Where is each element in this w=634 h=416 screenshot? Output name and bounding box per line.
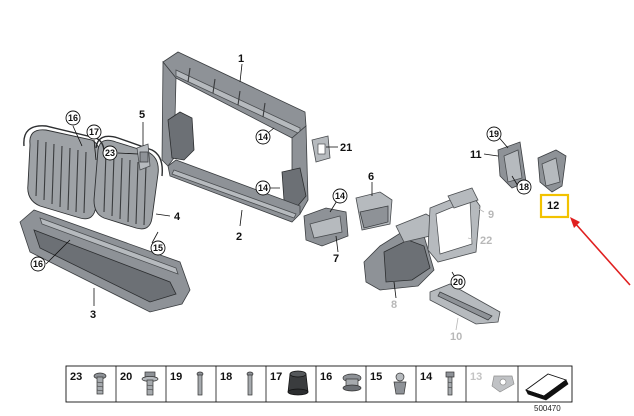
svg-text:19: 19 [489, 129, 499, 139]
pointer-arrow-line [573, 221, 631, 286]
air-deflector-12 [537, 149, 567, 193]
callouts: 16 17 23 14 14 14 15 16 19 18 20 [30, 110, 532, 290]
part-label-12: 12 [547, 200, 559, 212]
expanding-nut-icon [342, 373, 362, 392]
strip-number-20: 20 [120, 371, 132, 383]
air-duct-6 [355, 191, 393, 231]
pointer-arrow-icon [570, 217, 580, 228]
part-label-9: 9 [488, 209, 494, 221]
bracket-10 [429, 283, 501, 325]
part-label-2: 2 [236, 231, 242, 243]
fastener-strip: 23 20 19 18 17 16 15 14 13 [65, 365, 573, 413]
svg-text:15: 15 [153, 243, 163, 253]
callout-18: 18 [516, 179, 532, 195]
part-label-5: 5 [139, 109, 145, 121]
part-labels: 1 2 3 4 5 6 7 8 9 10 11 12 21 22 [90, 53, 559, 343]
gasket-21 [311, 135, 331, 163]
strip-number-19: 19 [170, 371, 182, 383]
svg-text:23: 23 [105, 148, 115, 158]
bracket-5 [136, 143, 151, 171]
svg-text:20: 20 [453, 277, 463, 287]
callout-23: 23 [102, 145, 118, 161]
air-duct-7 [303, 207, 349, 247]
callout-17: 17 [86, 124, 102, 140]
screw-washer-icon [141, 371, 159, 396]
strip-number-14: 14 [420, 371, 433, 383]
pin-icon [196, 371, 204, 396]
strip-number-15: 15 [370, 371, 382, 383]
strip-number-13: 13 [470, 371, 482, 383]
part-label-11: 11 [470, 149, 482, 161]
strip-number-16: 16 [320, 371, 332, 383]
part-label-10: 10 [450, 331, 462, 343]
radiator-support-frame [161, 51, 309, 223]
part-label-7: 7 [333, 253, 339, 265]
callout-16-lower: 16 [30, 256, 46, 272]
svg-text:16: 16 [33, 259, 43, 269]
clip-icon [393, 372, 407, 395]
bracket-9 [447, 187, 479, 209]
bracket-22 [427, 191, 481, 263]
highlight-marker [539, 193, 631, 286]
gasket-icon [525, 373, 569, 401]
highlight-box [539, 193, 570, 219]
strip-number-23: 23 [70, 371, 82, 383]
part-label-3: 3 [90, 309, 96, 321]
callout-14-right: 14 [332, 188, 348, 204]
strip-number-18: 18 [220, 371, 232, 383]
clip-nut-icon [491, 375, 515, 393]
callout-19: 19 [486, 126, 502, 142]
duct-piece-11 [497, 141, 527, 189]
svg-text:17: 17 [89, 127, 99, 137]
svg-text:16: 16 [68, 113, 78, 123]
svg-text:14: 14 [335, 191, 345, 201]
bolt-icon [93, 372, 107, 395]
air-duct-8 [363, 213, 437, 291]
doc-number: 500470 [534, 404, 561, 413]
pin-icon [246, 371, 254, 396]
part-label-1: 1 [238, 53, 244, 65]
callout-20: 20 [450, 274, 466, 290]
part-label-4: 4 [174, 211, 181, 223]
svg-text:18: 18 [519, 182, 529, 192]
kidney-grille [23, 125, 163, 230]
part-label-22: 22 [480, 235, 492, 247]
callout-14-top: 14 [255, 129, 271, 145]
strip-number-17: 17 [270, 371, 282, 383]
svg-text:14: 14 [258, 132, 268, 142]
callout-14-mid: 14 [255, 180, 271, 196]
screw-icon [445, 371, 455, 396]
rubber-mount-icon [287, 370, 309, 396]
part-label-8: 8 [391, 299, 397, 311]
part-label-21: 21 [340, 142, 352, 154]
lower-air-duct [19, 209, 191, 313]
callout-15: 15 [150, 240, 166, 256]
part-label-6: 6 [368, 171, 374, 183]
svg-text:14: 14 [258, 183, 268, 193]
callout-16: 16 [65, 110, 81, 126]
